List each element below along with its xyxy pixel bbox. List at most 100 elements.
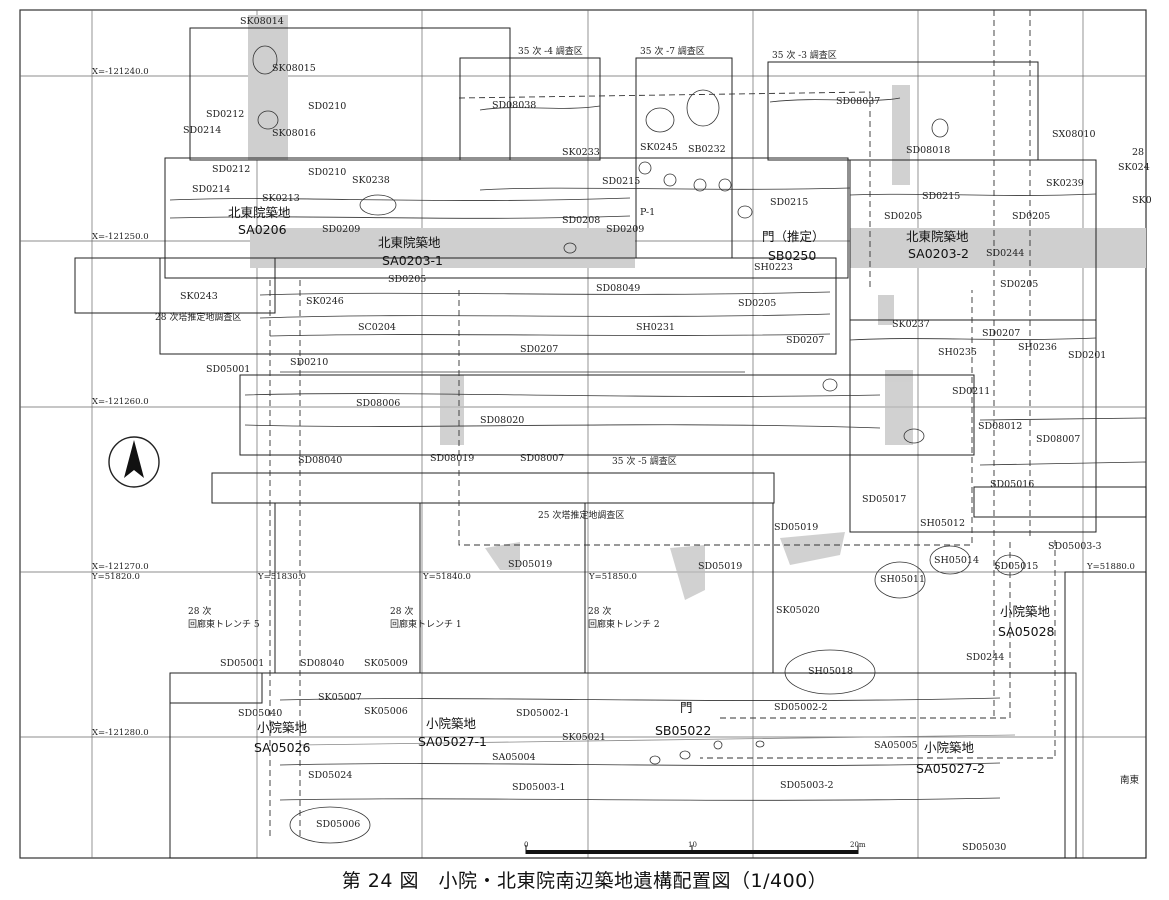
ditch-l7 <box>244 393 881 397</box>
feature-label: SD0207 <box>520 344 558 355</box>
pit-17 <box>822 378 838 392</box>
feature-label: SD0209 <box>606 224 644 235</box>
feature-label: SK0237 <box>892 319 930 330</box>
coord-x-121260: X=-121260.0 <box>92 397 149 407</box>
ditch-l14 <box>279 697 1001 701</box>
ditch-l1 <box>169 197 631 201</box>
wall-label-sa05026: 小院築地 <box>257 720 308 735</box>
feature-label: SD08037 <box>836 96 880 107</box>
feature-label: SD05006 <box>316 819 360 830</box>
feature-label: SH05012 <box>920 518 965 529</box>
area-28-a: 28 次 <box>188 605 211 617</box>
area-28-tower: 28 次塔推定地調査区 <box>155 311 241 323</box>
trench-28-1 <box>419 502 586 674</box>
wall-bands <box>248 15 1146 268</box>
wall-label-sa05028: 小院築地 <box>1000 604 1051 619</box>
feature-label: 28 <box>1132 147 1144 158</box>
trench-nw <box>189 27 511 161</box>
feature-label: 南東 <box>1120 774 1140 786</box>
wall-code-sa05028: SA05028 <box>998 624 1055 639</box>
north-arrow-circle <box>108 436 160 488</box>
coord-x-121250: X=-121250.0 <box>92 232 149 242</box>
feature-label: SK05020 <box>776 605 820 616</box>
feature-label: SD05019 <box>508 559 552 570</box>
pit-9 <box>874 561 926 599</box>
coord-x-121280: X=-121280.0 <box>92 728 149 738</box>
feature-label: SD08049 <box>596 283 640 294</box>
feature-label: SD0205 <box>388 274 426 285</box>
trench-east-mid <box>849 319 1097 533</box>
feature-label: SD0205 <box>1000 279 1038 290</box>
ditch-l2 <box>169 215 631 219</box>
ditch-l4 <box>259 313 831 319</box>
figure-caption: 第 24 図 小院・北東院南辺築地遺構配置図（1/400） <box>341 870 828 892</box>
feature-label: SK0245 <box>640 142 678 153</box>
gate-label-sb0250: 門（推定） <box>762 229 825 244</box>
feature-label: SH05014 <box>934 555 979 566</box>
pits <box>252 45 1025 844</box>
feature-label: SD0205 <box>1012 211 1050 222</box>
feature-label: SD05001 <box>206 364 250 375</box>
feature-label: SD05017 <box>862 494 906 505</box>
feature-label: SK0213 <box>262 193 300 204</box>
area-trench-2: 回廊東トレンチ 2 <box>588 618 660 630</box>
ditch-l8 <box>244 424 881 429</box>
pit-13 <box>649 755 661 765</box>
coord-x-121270: X=-121270.0 <box>92 562 149 572</box>
feature-label: SK024 <box>1118 162 1150 173</box>
trench-long <box>211 472 775 504</box>
area-25-tower: 25 次塔推定地調査区 <box>538 509 624 521</box>
stipple-4 <box>485 542 520 570</box>
survey-grid <box>20 10 1146 858</box>
wall-label-sa0206: 北東院築地 <box>228 205 291 220</box>
pit-5 <box>931 118 949 138</box>
feature-label: SK0238 <box>352 175 390 186</box>
wall-code-sa0206: SA0206 <box>238 222 287 237</box>
feature-label: SK05021 <box>562 732 606 743</box>
ditch-l16 <box>279 797 1001 801</box>
stipple-5 <box>670 545 705 600</box>
ditch-l17 <box>299 734 1016 746</box>
pit-21 <box>718 178 732 192</box>
pit-20 <box>693 178 707 192</box>
scale-bar <box>525 845 859 854</box>
stipple-3 <box>892 85 910 185</box>
area-35-3: 35 次 -3 調査区 <box>772 49 837 61</box>
area-trench-5: 回廊東トレンチ 5 <box>188 618 260 630</box>
ditch-l11 <box>849 337 1097 341</box>
stipple-1 <box>440 375 464 445</box>
band-sa0203-2 <box>850 228 1146 268</box>
feature-label: SD0201 <box>1068 350 1106 361</box>
area-labels: 35 次 -4 調査区 35 次 -7 調査区 35 次 -3 調査区 28 次… <box>155 45 837 630</box>
stipple-7 <box>878 295 894 325</box>
feature-label: SX08010 <box>1052 129 1096 140</box>
feature-label: SD08040 <box>300 658 344 669</box>
gate-label-sb05022: 門 <box>680 700 693 715</box>
trench-main <box>164 157 849 279</box>
pit-22 <box>737 205 753 219</box>
band-sa0203-1 <box>250 228 635 268</box>
pit-4 <box>645 107 675 133</box>
feature-label: SD08018 <box>906 145 950 156</box>
ditch-l19 <box>769 97 901 103</box>
coord-y-51850: Y=51850.0 <box>588 572 637 582</box>
feature-label: SD05003-1 <box>512 782 566 793</box>
feature-label: SD0211 <box>952 386 990 397</box>
trench-se <box>1064 571 1147 859</box>
area-28-c: 28 次 <box>588 605 611 617</box>
feature-label: SC0204 <box>358 322 396 333</box>
dashed-outlines <box>269 10 1056 840</box>
ditch-l10 <box>849 193 1097 196</box>
ditch-l9 <box>479 187 851 191</box>
feature-label: SD0212 <box>206 109 244 120</box>
feature-label: SD05019 <box>698 561 742 572</box>
feature-label: SD0215 <box>770 197 808 208</box>
feature-label: SD05003-2 <box>780 780 834 791</box>
pit-2 <box>252 45 278 75</box>
dashed-25-tower <box>458 290 973 546</box>
wall-label-sa0203-1: 北東院築地 <box>378 235 441 250</box>
scale-label-20m: 20m <box>850 841 866 849</box>
feature-label: SD08006 <box>356 398 400 409</box>
feature-label: SK08015 <box>272 63 316 74</box>
feature-label: SK08016 <box>272 128 316 139</box>
